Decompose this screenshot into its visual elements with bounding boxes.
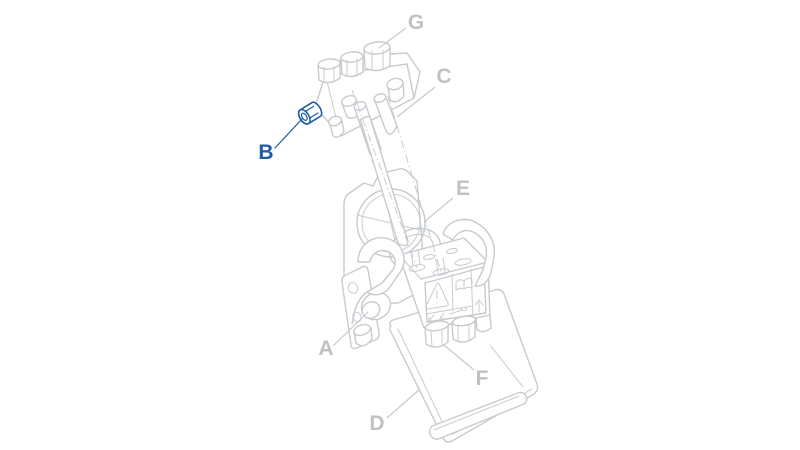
leader-lines	[274, 27, 475, 419]
leader-f	[443, 344, 475, 371]
hex-fittings	[424, 314, 492, 348]
manual-book-icon	[455, 277, 473, 291]
callout-a[interactable]: A	[318, 337, 333, 360]
cap-nuts	[317, 41, 391, 84]
leader-b	[274, 118, 303, 149]
callout-b-selected[interactable]: B	[258, 141, 273, 164]
pivot-hook-arms	[351, 218, 496, 325]
callout-c[interactable]: C	[436, 65, 451, 88]
callout-f[interactable]: F	[476, 367, 489, 390]
warning-triangle-icon	[425, 282, 449, 310]
leader-g	[378, 27, 407, 49]
leader-e	[423, 197, 454, 223]
centerlines	[351, 89, 442, 273]
callout-g[interactable]: G	[408, 11, 424, 34]
pedal-operation-icons	[428, 307, 467, 322]
up-arrow-icon	[474, 299, 484, 313]
callout-d[interactable]: D	[369, 412, 384, 435]
valve-body	[398, 237, 492, 348]
leader-c	[396, 86, 436, 118]
warning-sticker	[424, 266, 487, 323]
adjuster-knob	[353, 291, 392, 347]
valve-manifold-block	[314, 41, 421, 174]
push-rod	[359, 115, 409, 247]
leader-a	[332, 311, 369, 347]
plunger-pins	[327, 93, 398, 174]
side-port	[386, 77, 405, 103]
callout-e[interactable]: E	[456, 177, 470, 200]
leader-d	[386, 388, 421, 419]
